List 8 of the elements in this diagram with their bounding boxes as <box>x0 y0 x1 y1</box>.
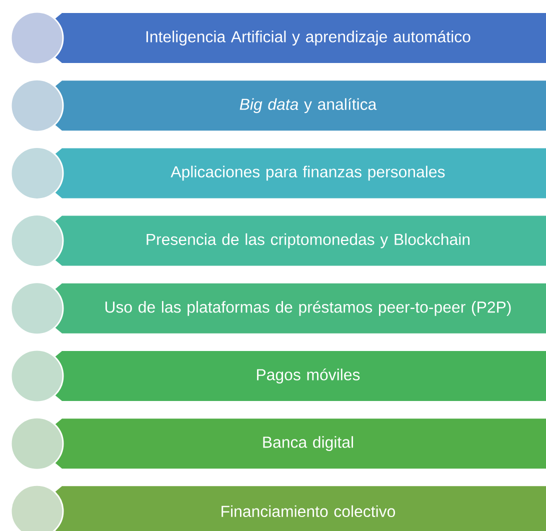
item-bar: Pagos móviles <box>50 350 546 401</box>
item-bar: Banca digital <box>50 418 546 469</box>
item-bar: Presencia de las criptomonedas y Blockchain <box>50 216 546 266</box>
item-bar: Financiamiento colectivo <box>50 486 546 531</box>
item-bar: Inteligencia Artificial y aprendizaje automático <box>50 13 546 63</box>
item-bar: Big data y analítica <box>50 80 546 131</box>
item-bar: Aplicaciones para finanzas personales <box>50 148 546 198</box>
item-bar: Uso de las plataformas de préstamos peer-to-peer (P2P) <box>50 283 546 334</box>
